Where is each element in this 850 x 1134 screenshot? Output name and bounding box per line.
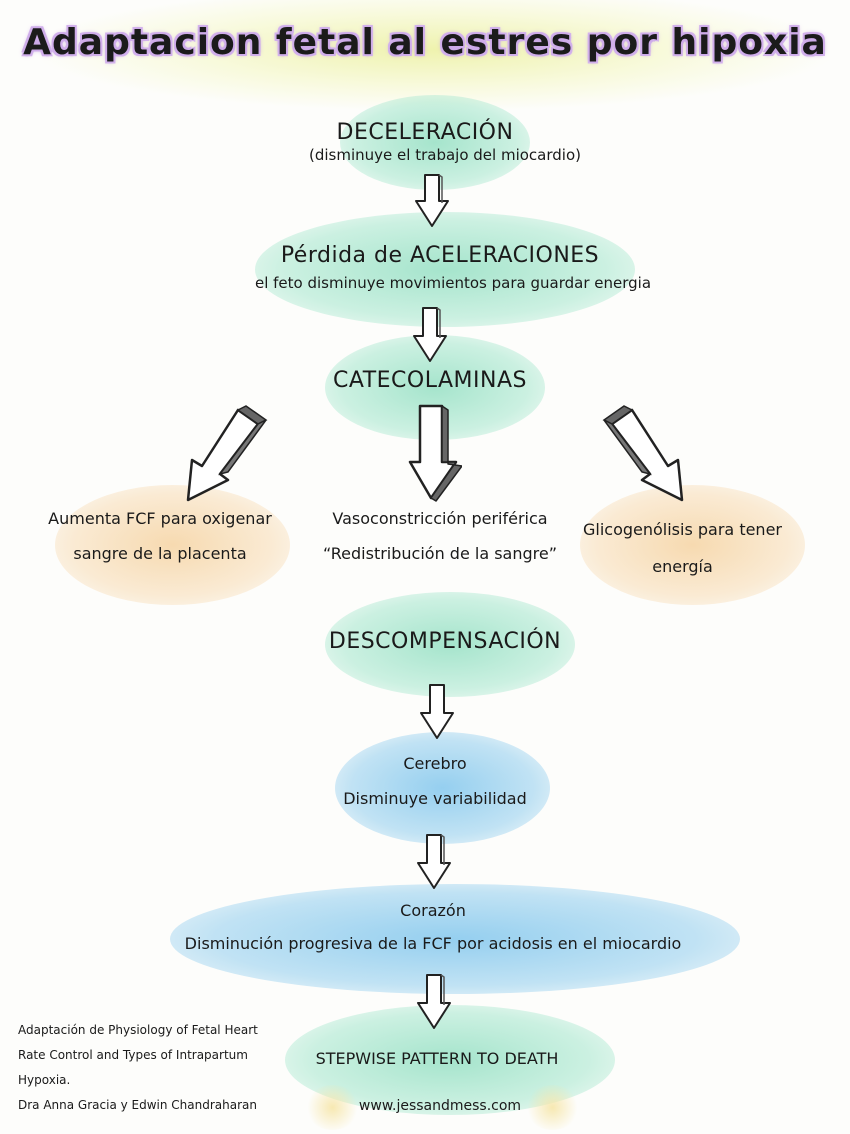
diagonal-arrow-icon [602,405,684,502]
website-link[interactable]: www.jessandmess.com [358,1098,522,1114]
center-line2: “Redistribución de la sangre” [322,544,558,563]
corazon-blob [170,884,740,994]
aceleraciones-subtitle: el feto disminuye movimientos para guard… [254,274,652,292]
death-title: STEPWISE PATTERN TO DEATH [315,1049,559,1068]
title-glow [40,0,830,110]
cerebro-subtitle: Disminuye variabilidad [343,789,527,808]
center-line1: Vasoconstricción periférica [332,509,548,528]
diagonal-arrow-icon [186,405,268,502]
down-arrow-icon [415,174,449,227]
descompensacion-blob [325,592,575,697]
left-blob [55,485,290,605]
flower-left [305,1085,360,1130]
down-arrow-icon [408,404,462,502]
credit-line: Dra Anna Gracia y Edwin Chandraharan [18,1098,257,1112]
down-arrow-icon [420,684,454,739]
credit-line: Hypoxia. [18,1073,71,1087]
page-title: Adaptacion fetal al estres por hipoxia [23,22,827,63]
catecolaminas-title: CATECOLAMINAS [333,368,527,393]
aceleraciones-title: Pérdida de ACELERACIONES [280,243,600,268]
aceleraciones-blob [255,212,635,327]
down-arrow-icon [417,974,451,1029]
down-arrow-icon [413,307,447,362]
deceleracion-title: DECELERACIÓN [336,120,514,145]
right-blob [580,485,805,605]
corazon-subtitle: Disminución progresiva de la FCF por aci… [184,934,682,953]
deceleracion-subtitle: (disminuye el trabajo del miocardio) [309,146,581,164]
down-arrow-icon [417,834,451,889]
flower-right [525,1085,580,1130]
credit-line: Adaptación de Physiology of Fetal Heart [18,1023,258,1037]
descompensacion-title: DESCOMPENSACIÓN [328,629,562,654]
cerebro-blob [335,732,550,844]
left-line1: Aumenta FCF para oxigenar [48,509,272,528]
left-line2: sangre de la placenta [73,544,247,563]
right-line1: Glicogenólisis para tener [582,520,782,539]
right-line2: energía [652,557,713,576]
source-credit: Adaptación de Physiology of Fetal Heart … [18,1018,288,1118]
credit-line: Rate Control and Types of Intrapartum [18,1048,248,1062]
corazon-title: Corazón [400,901,466,920]
cerebro-title: Cerebro [403,754,467,773]
